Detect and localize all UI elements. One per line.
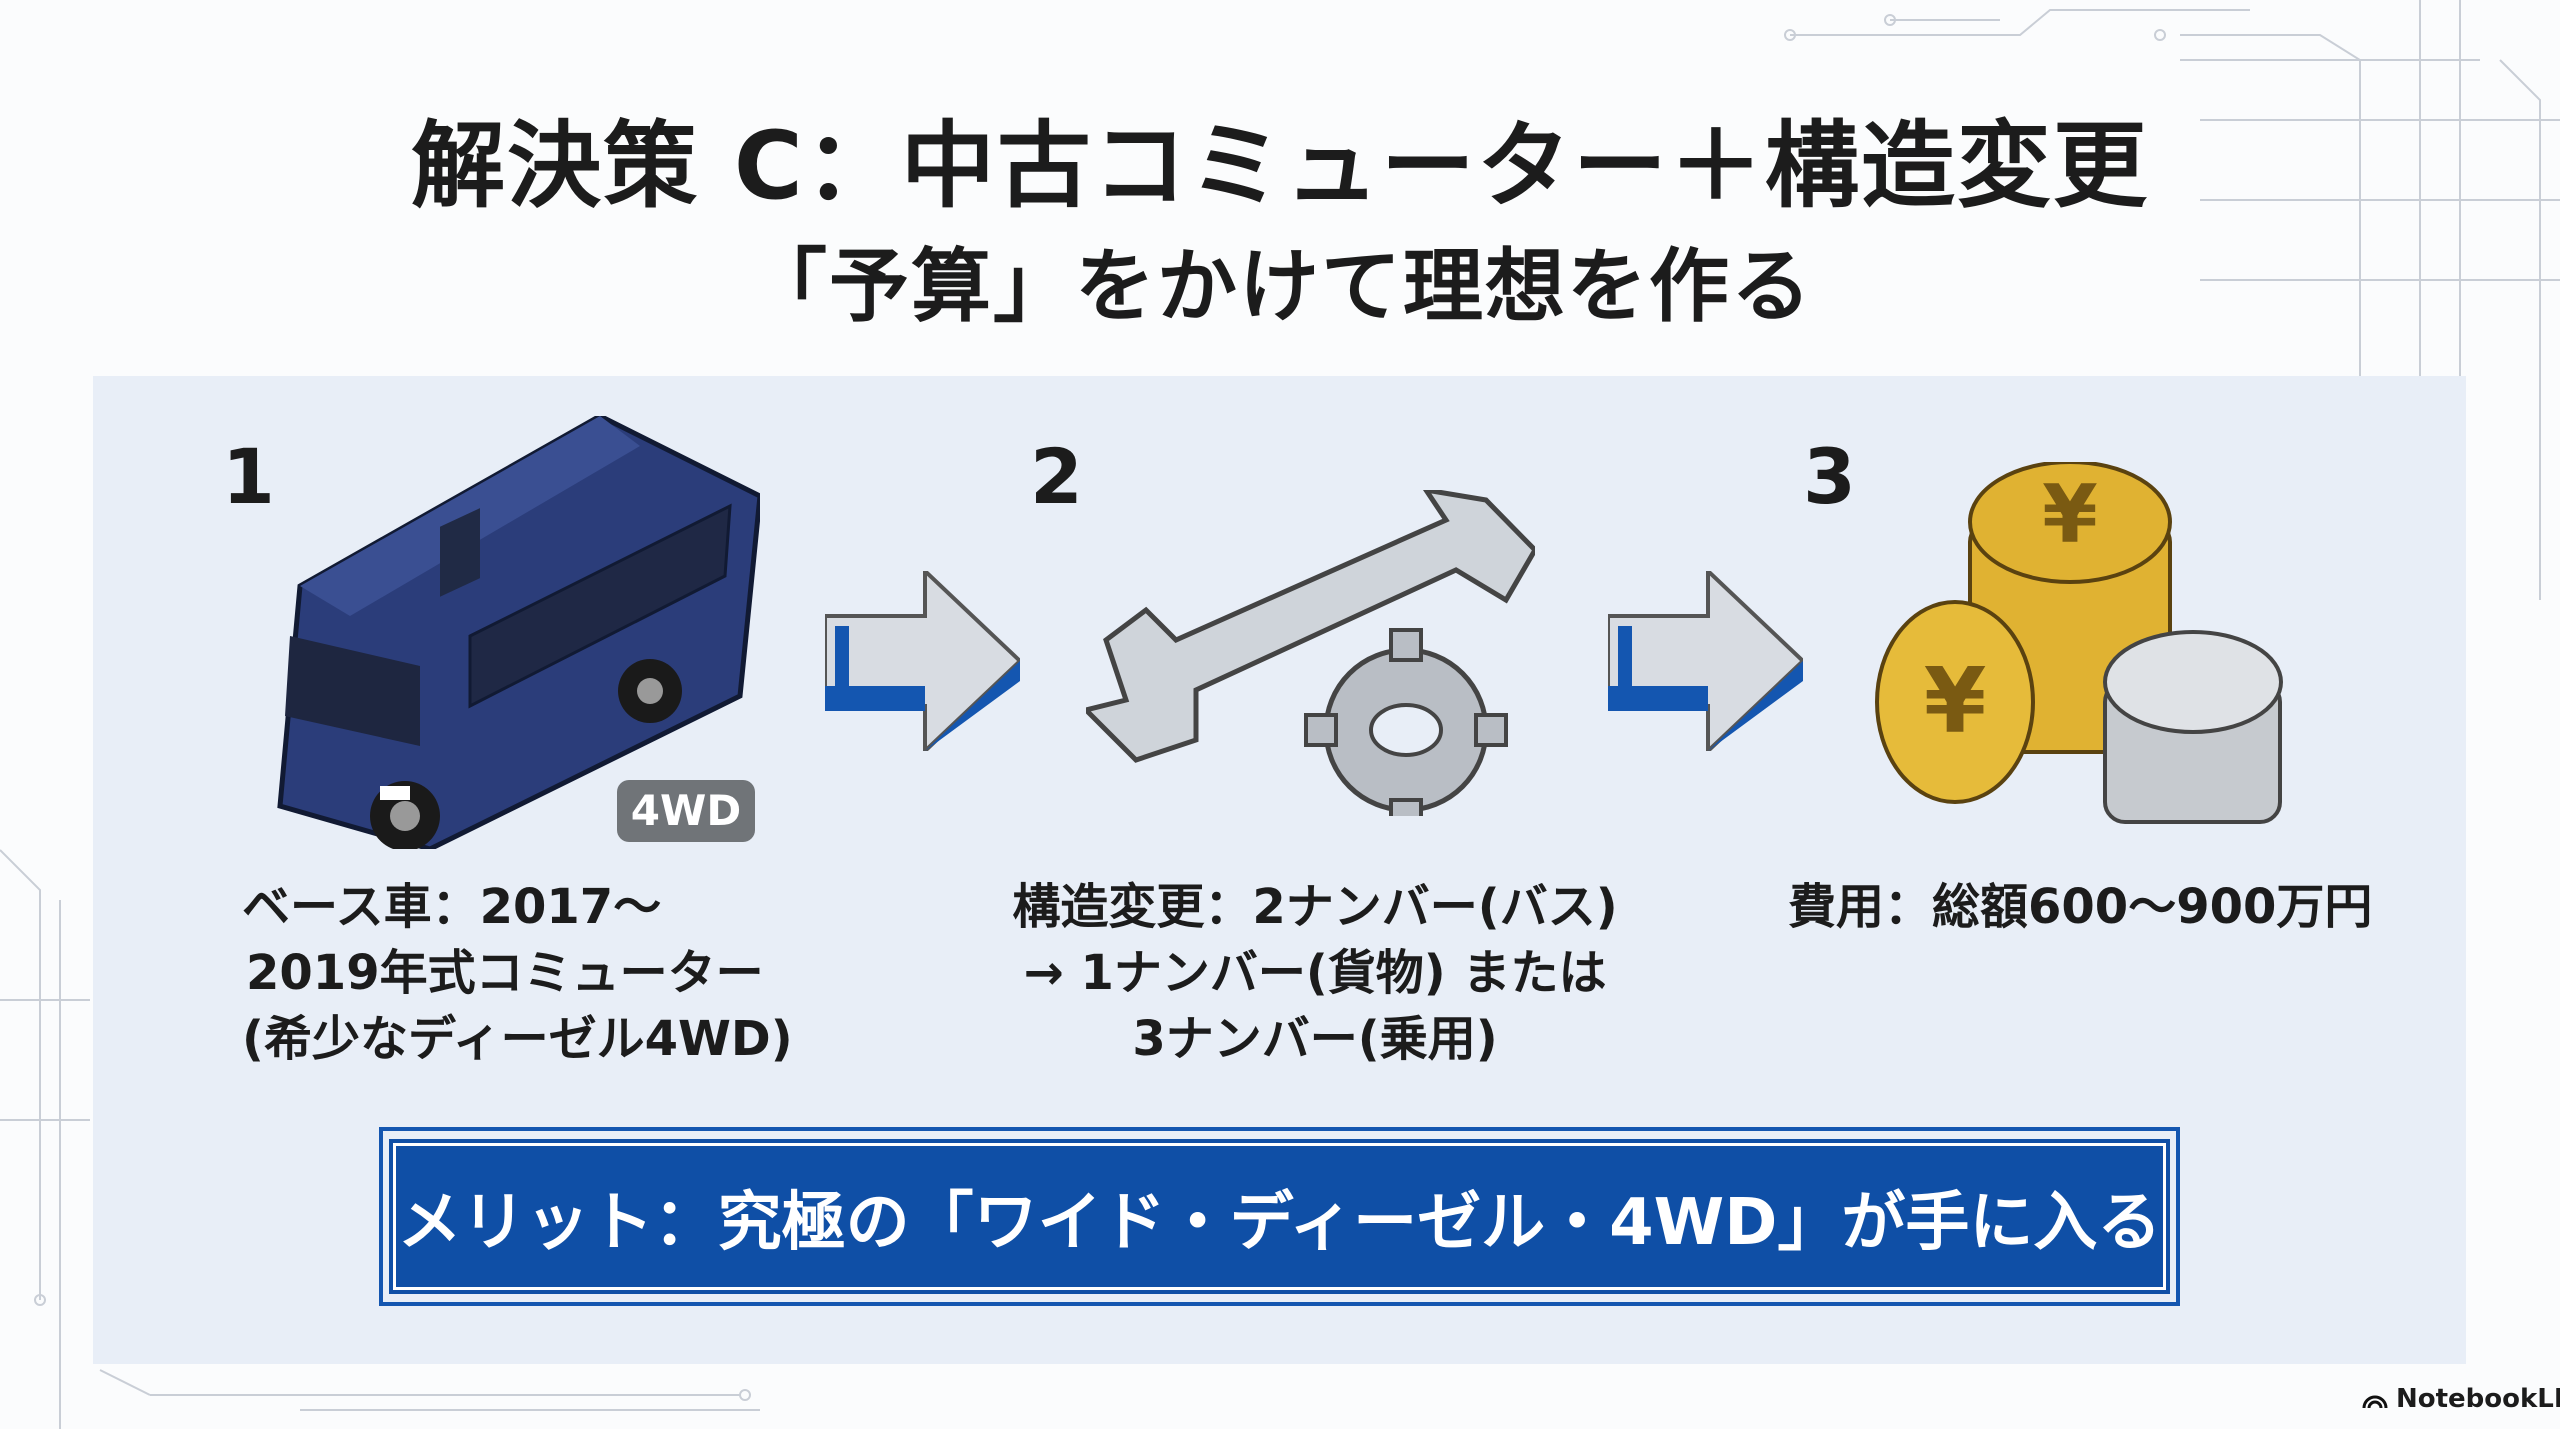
desc-line: (希少なディーゼル4WD)	[242, 1011, 793, 1067]
desc-line: ベース車：2017〜	[242, 879, 662, 935]
arrow-right-icon	[1608, 571, 1803, 751]
wrench-gear-icon	[1086, 490, 1535, 816]
desc-line: 2019年式コミューター	[246, 945, 764, 1001]
brand-label: NotebookLM	[2396, 1384, 2560, 1414]
step-number-3: 3	[1803, 432, 1856, 521]
desc-line: 3ナンバー(乗用)	[1132, 1011, 1498, 1067]
banner-frame	[379, 1127, 2180, 1306]
desc-line: → 1ナンバー(貨物) または	[1023, 945, 1607, 1001]
banner-text: メリット：究極の「ワイド・ディーゼル・4WD」が手に入る	[389, 1139, 2170, 1294]
arrow-right-icon	[825, 571, 1020, 751]
page-title: 解決策 C：中古コミューター＋構造変更	[411, 112, 2149, 221]
desc-line: 費用：総額600〜900万円	[1788, 879, 2373, 935]
merit-banner: メリット：究極の「ワイド・ディーゼル・4WD」が手に入る	[379, 1127, 2180, 1306]
step-1-description: ベース車：2017〜 2019年式コミューター (希少なディーゼル4WD)	[242, 874, 793, 1072]
step-number-1: 1	[222, 432, 275, 521]
step-number-2: 2	[1030, 432, 1083, 521]
4wd-badge: 4WD	[617, 780, 755, 842]
notebooklm-logo-icon	[2362, 1395, 2388, 1409]
notebooklm-brand: NotebookLM	[2362, 1384, 2560, 1414]
svg-text:¥: ¥	[2042, 468, 2098, 561]
desc-line: 構造変更：2ナンバー(バス)	[1012, 879, 1618, 935]
step-2-description: 構造変更：2ナンバー(バス) → 1ナンバー(貨物) または 3ナンバー(乗用)	[1000, 874, 1630, 1072]
page-subtitle: 「予算」をかけて理想を作る	[747, 240, 1813, 333]
svg-text:¥: ¥	[1924, 649, 1987, 754]
bus-icon	[277, 416, 760, 849]
yen-coins-icon: ¥ ¥	[1875, 462, 2283, 824]
step-3-description: 費用：総額600〜900万円	[1788, 874, 2372, 940]
